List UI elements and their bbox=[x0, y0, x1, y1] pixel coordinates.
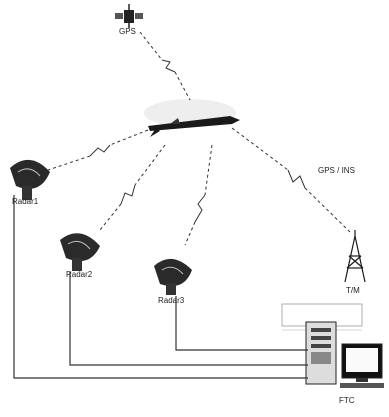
tm-label: T/M bbox=[346, 286, 360, 295]
radar-dish-icon bbox=[154, 259, 192, 295]
gps-label: GPS bbox=[119, 27, 136, 36]
radar-dish-icon bbox=[60, 233, 100, 271]
antenna-tower-icon bbox=[345, 230, 365, 282]
wired-connection bbox=[14, 195, 308, 378]
computer-workstation-icon bbox=[306, 322, 384, 388]
gps-ins-label: GPS / INS bbox=[318, 166, 355, 175]
missile-icon bbox=[144, 99, 240, 137]
radar2-label: Radar2 bbox=[66, 270, 92, 279]
radar-dish-icon bbox=[10, 160, 50, 200]
radar3-label: Radar3 bbox=[158, 296, 184, 305]
ftc-label: FTC bbox=[339, 396, 355, 405]
wireless-link-icon bbox=[48, 32, 350, 245]
radar1-label: Radar1 bbox=[12, 197, 38, 206]
satellite-icon bbox=[115, 4, 143, 28]
